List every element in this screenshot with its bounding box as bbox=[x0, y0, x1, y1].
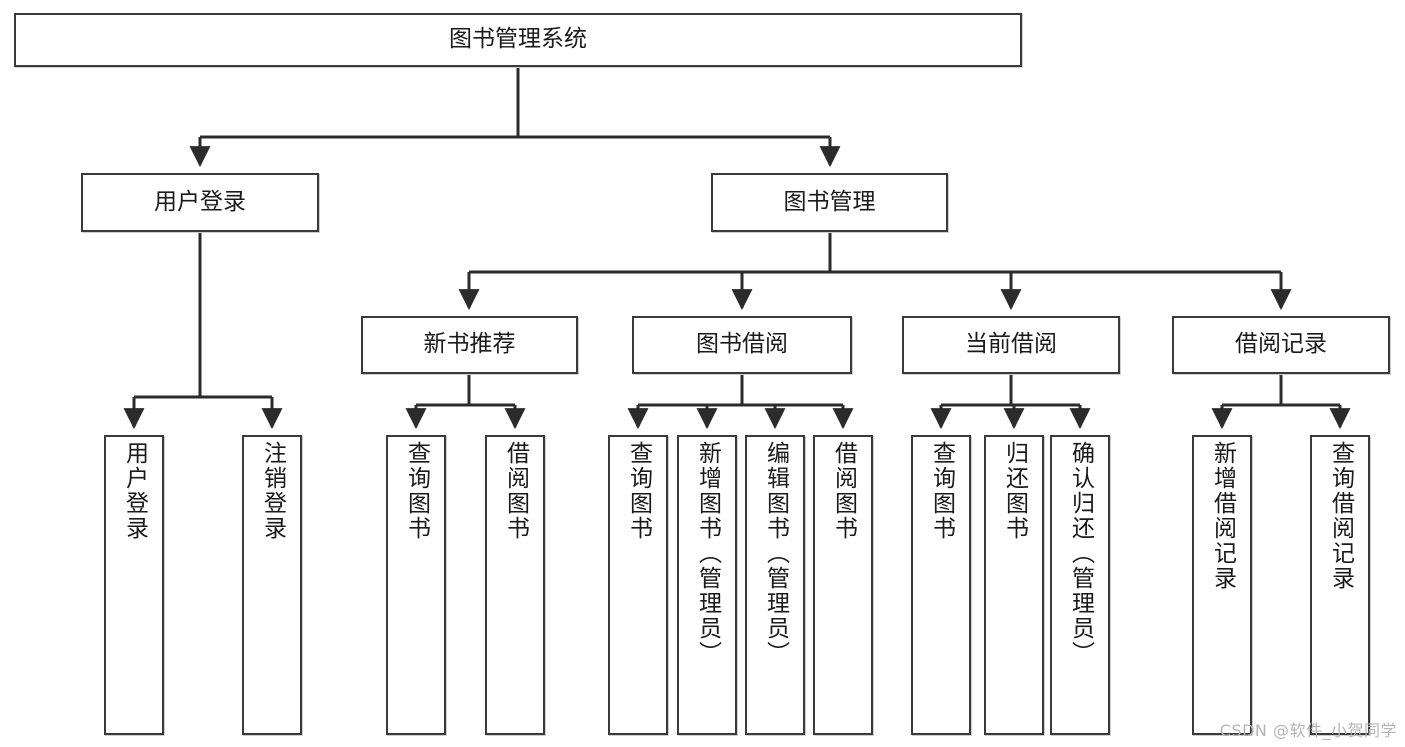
node-book-management[interactable]: 图书管理 bbox=[711, 173, 948, 232]
leaf-add-borrow-record-label: 新增借阅记录 bbox=[1209, 441, 1236, 591]
leaf-confirm-return-admin-label: 确认归还（管理员） bbox=[1067, 441, 1094, 666]
node-new-book-recommend[interactable]: 新书推荐 bbox=[361, 316, 578, 374]
node-current-borrow[interactable]: 当前借阅 bbox=[902, 316, 1120, 374]
node-current-borrow-label: 当前借阅 bbox=[965, 331, 1057, 358]
root-to-level1-connectors bbox=[189, 67, 841, 168]
leaf-borrow-book-recommend[interactable]: 借阅图书 bbox=[485, 435, 545, 735]
node-borrow-record-label: 借阅记录 bbox=[1235, 331, 1327, 358]
leaf-query-book-current[interactable]: 查询图书 bbox=[911, 435, 971, 735]
leaf-borrow-book-label: 借阅图书 bbox=[830, 441, 857, 541]
leaf-borrow-book-recommend-label: 借阅图书 bbox=[502, 441, 529, 541]
leaf-query-book-recommend[interactable]: 查询图书 bbox=[386, 435, 446, 735]
node-root-system-label: 图书管理系统 bbox=[449, 26, 587, 53]
node-user-login-label: 用户登录 bbox=[154, 188, 246, 215]
leaf-query-book-borrow-label: 查询图书 bbox=[625, 441, 652, 541]
node-borrow-record[interactable]: 借阅记录 bbox=[1172, 316, 1390, 374]
node-book-borrow[interactable]: 图书借阅 bbox=[632, 316, 852, 374]
leaf-borrow-book[interactable]: 借阅图书 bbox=[813, 435, 873, 735]
leaf-query-borrow-record-label: 查询借阅记录 bbox=[1327, 441, 1354, 591]
leaf-return-book-label: 归还图书 bbox=[1001, 441, 1028, 541]
book-borrow-connectors bbox=[627, 374, 854, 430]
leaf-user-login-label: 用户登录 bbox=[121, 441, 148, 541]
node-user-login[interactable]: 用户登录 bbox=[81, 173, 319, 232]
leaf-logout-label: 注销登录 bbox=[259, 441, 286, 541]
node-book-management-label: 图书管理 bbox=[783, 188, 876, 215]
current-borrow-connectors bbox=[930, 374, 1091, 430]
leaf-add-book-admin[interactable]: 新增图书（管理员） bbox=[677, 435, 737, 735]
leaf-query-book-borrow[interactable]: 查询图书 bbox=[608, 435, 668, 735]
user-login-connectors bbox=[123, 232, 283, 430]
leaf-logout[interactable]: 注销登录 bbox=[242, 435, 302, 735]
borrow-record-connectors bbox=[1211, 374, 1351, 430]
node-book-borrow-label: 图书借阅 bbox=[696, 331, 788, 358]
leaf-confirm-return-admin[interactable]: 确认归还（管理员） bbox=[1050, 435, 1110, 735]
leaf-add-book-admin-label: 新增图书（管理员） bbox=[694, 441, 721, 666]
leaf-edit-book-admin-label: 编辑图书（管理员） bbox=[762, 441, 789, 666]
leaf-user-login[interactable]: 用户登录 bbox=[104, 435, 164, 735]
node-new-book-recommend-label: 新书推荐 bbox=[423, 331, 516, 358]
leaf-edit-book-admin[interactable]: 编辑图书（管理员） bbox=[745, 435, 805, 735]
new-book-rec-connectors bbox=[405, 374, 526, 430]
leaf-query-borrow-record[interactable]: 查询借阅记录 bbox=[1310, 435, 1370, 735]
leaf-query-book-recommend-label: 查询图书 bbox=[403, 441, 430, 541]
leaf-add-borrow-record[interactable]: 新增借阅记录 bbox=[1192, 435, 1252, 735]
leaf-return-book[interactable]: 归还图书 bbox=[984, 435, 1044, 735]
leaf-query-book-current-label: 查询图书 bbox=[928, 441, 955, 541]
book-manage-connectors bbox=[458, 232, 1292, 311]
node-root-system[interactable]: 图书管理系统 bbox=[14, 13, 1022, 67]
